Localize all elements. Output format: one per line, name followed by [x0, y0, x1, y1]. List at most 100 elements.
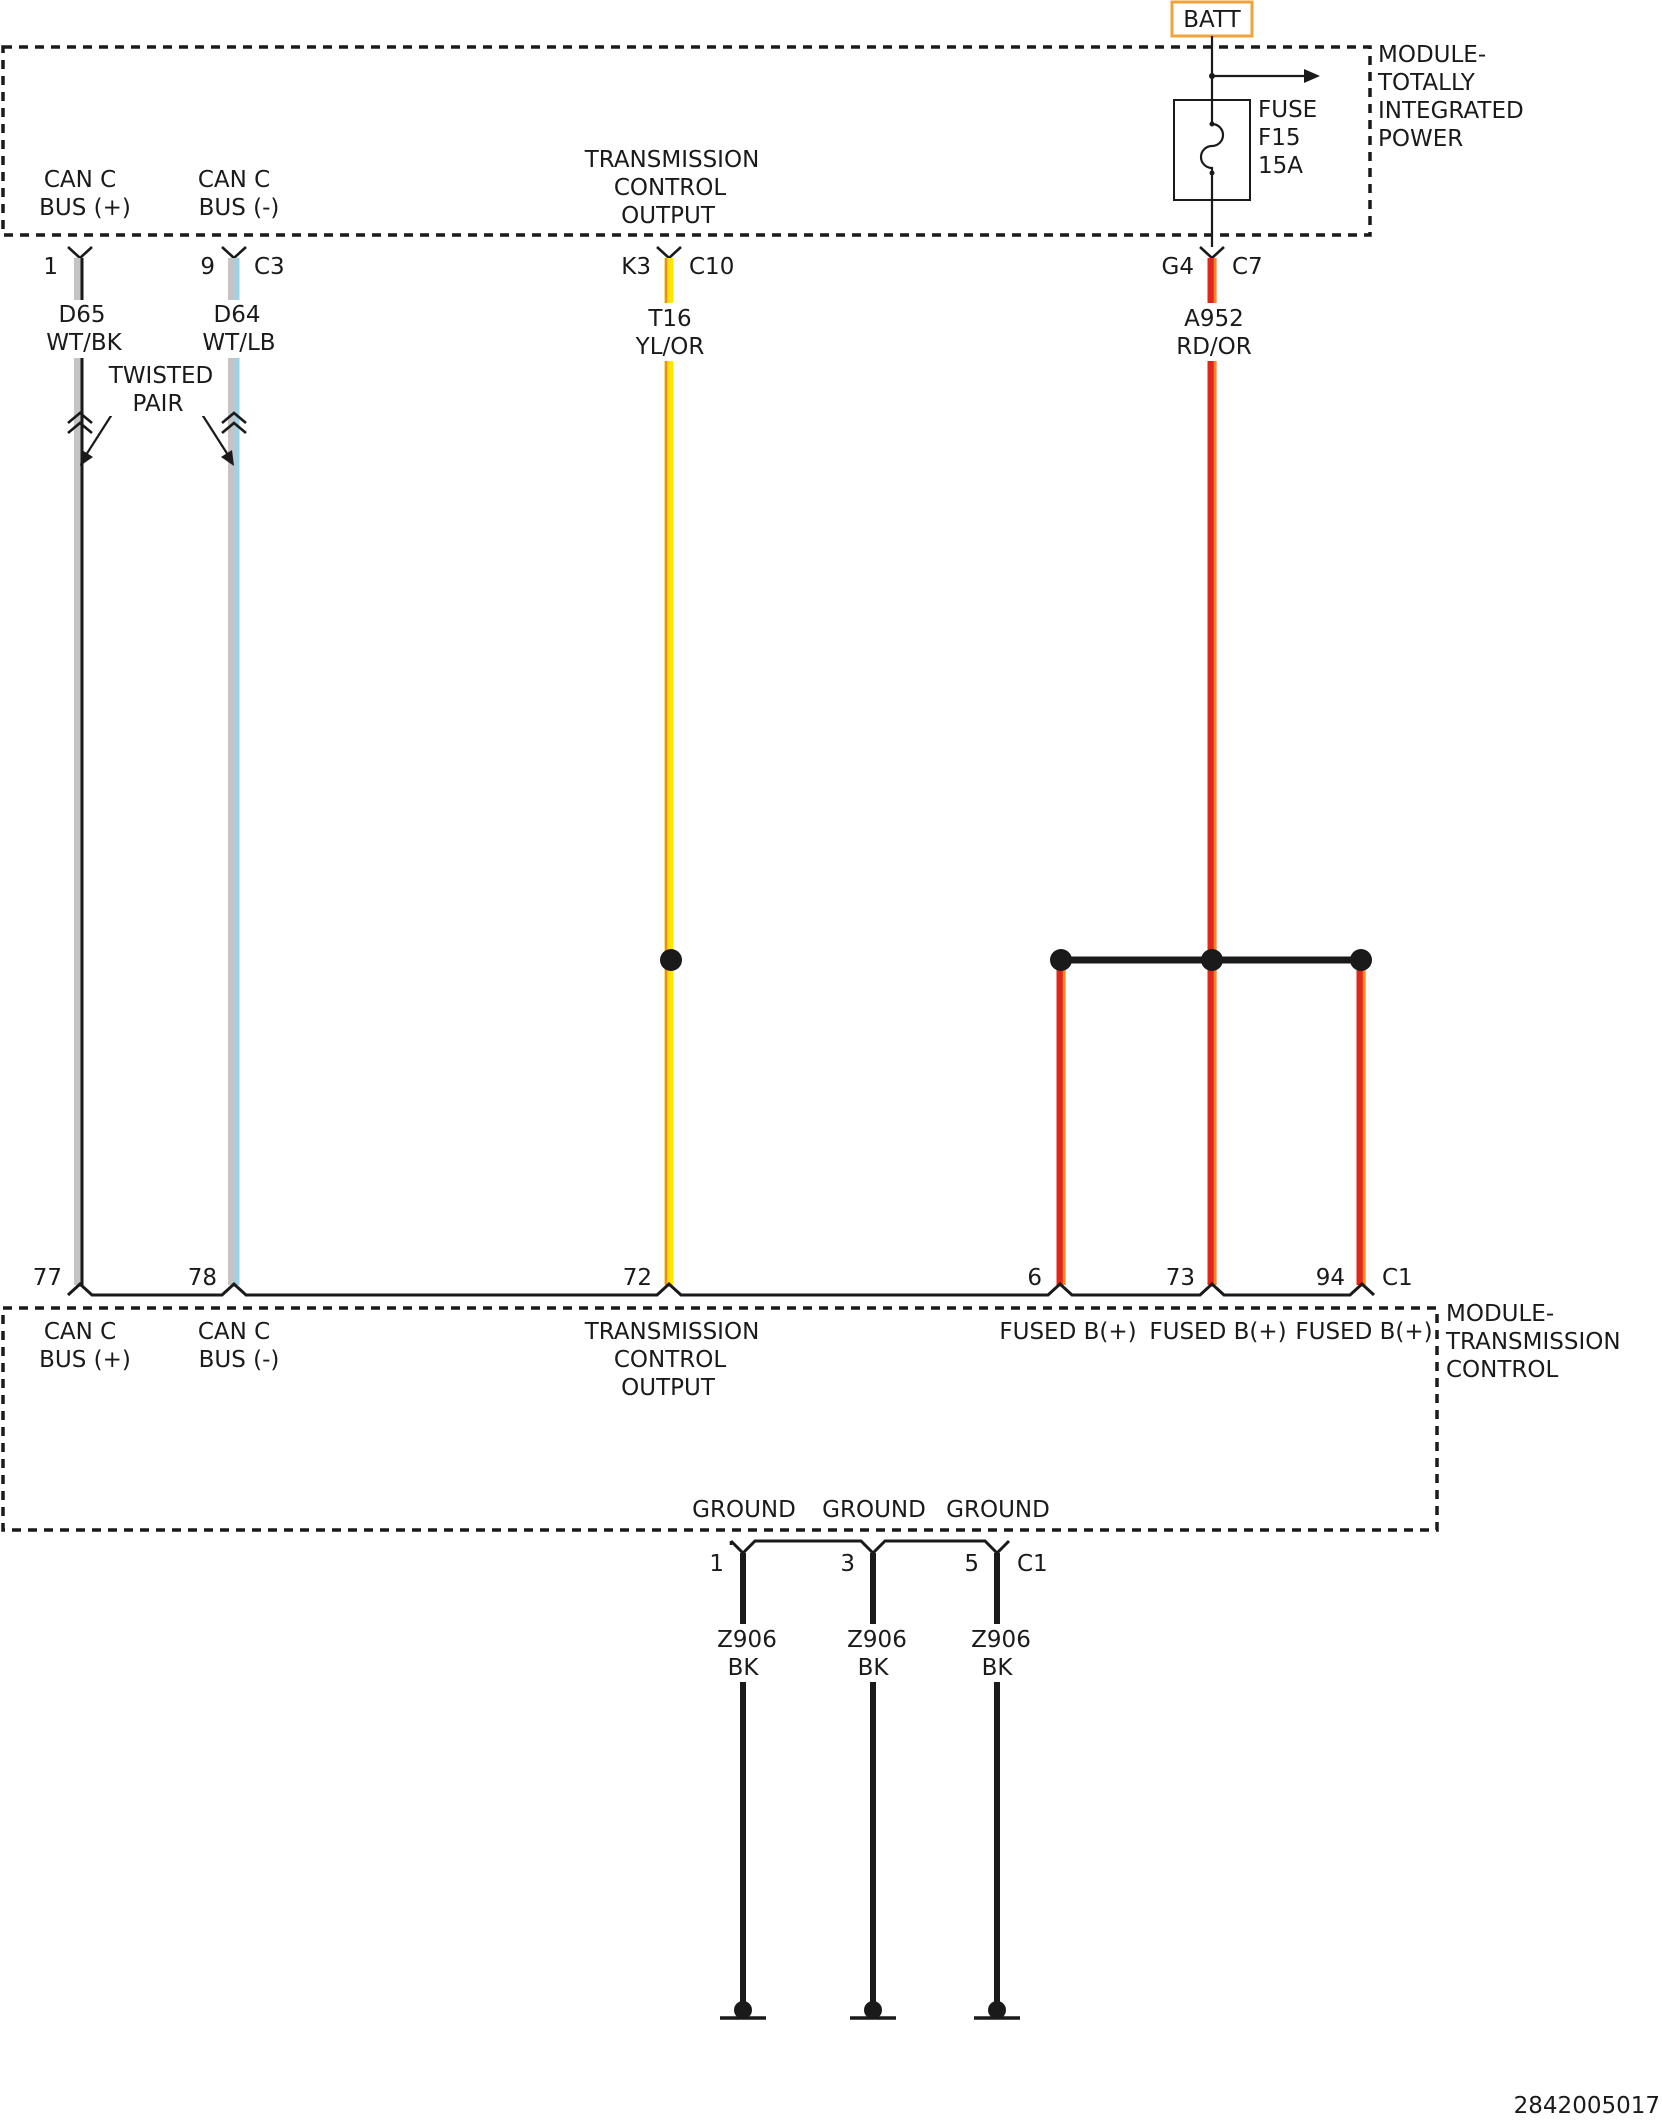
wire-t16-code: T16 [647, 306, 691, 332]
tcm-can-minus-label-2: BUS (-) [199, 1347, 280, 1373]
top-chevron-pin-g4 [1199, 246, 1225, 260]
top-pin-g4: G4 [1162, 254, 1194, 280]
module-tip-name-line-4: POWER [1378, 126, 1463, 152]
wire-splice-pin-94 [1356, 960, 1366, 1285]
wire-d65-color: WT/BK [46, 330, 122, 356]
module-totally-integrated-power-box [1, 45, 1372, 237]
splice-node-t16 [660, 949, 682, 971]
tcm-ground-label-2: GROUND [822, 1497, 926, 1523]
batt-label-box [1170, 0, 1254, 38]
module-tip-name-line-3: INTEGRATED [1378, 98, 1524, 124]
splice-node-left [1050, 949, 1072, 971]
fuse-terminal-top [1209, 121, 1215, 127]
top-pin-9: 9 [200, 254, 215, 280]
tcm-can-plus-label-1: CAN C [44, 1319, 116, 1345]
ground-pin-5: 5 [964, 1551, 979, 1577]
wire-t16-color: YL/OR [635, 334, 705, 360]
batt-branch-arrow [1304, 69, 1320, 83]
module-tip-name-line-1: MODULE- [1378, 42, 1486, 68]
splice-node-center [1201, 949, 1223, 971]
tcm-tco-label-1: TRANSMISSION [584, 1319, 760, 1345]
ground-symbol-1 [720, 2001, 766, 2020]
tcm-tco-label-2: CONTROL [614, 1347, 727, 1373]
module-tcm-name-line-2: TRANSMISSION [1445, 1329, 1621, 1355]
ground-wire-label-bg-3 [964, 1624, 1034, 1682]
ground-wire-label-bg-2 [840, 1624, 910, 1682]
top-connector-c7: C7 [1232, 254, 1263, 280]
fuse-label-line-3: 15A [1258, 153, 1303, 179]
figure-id: 2842005017 [1514, 2093, 1660, 2119]
tcm-fused-label-pin-94: FUSED B(+) [1295, 1319, 1432, 1345]
bottom-pin-77: 77 [33, 1265, 62, 1291]
ground-wire-1-code: Z906 [717, 1627, 777, 1653]
top-connector-c10: C10 [689, 254, 734, 280]
top-chevron-pin-9 [221, 246, 247, 260]
tip-tco-label-2: CONTROL [614, 175, 727, 201]
wire-a952-code: A952 [1184, 306, 1244, 332]
module-tip-name-line-2: TOTALLY [1377, 70, 1476, 96]
bottom-pin-94: 94 [1316, 1265, 1345, 1291]
tip-can-plus-label-1: CAN C [44, 167, 116, 193]
wire-d65-code: D65 [59, 302, 106, 328]
tcm-ground-label-1: GROUND [692, 1497, 796, 1523]
ground-wire-2-color: BK [858, 1655, 890, 1681]
tcm-tco-label-3: OUTPUT [621, 1375, 716, 1401]
wire-label-bg-d65 [42, 300, 126, 358]
bottom-connector-c1: C1 [1382, 1265, 1413, 1291]
ground-wire-3-code: Z906 [971, 1627, 1031, 1653]
wire-a952 [1207, 258, 1217, 1285]
ground-pin-1: 1 [709, 1551, 724, 1577]
ground-wire-2-code: Z906 [847, 1627, 907, 1653]
bottom-pin-6: 6 [1027, 1265, 1042, 1291]
twisted-pair-marker-d65 [67, 411, 93, 434]
bottom-pin-73: 73 [1166, 1265, 1195, 1291]
fuse-f15-element [1199, 100, 1225, 200]
wire-t16 [664, 258, 674, 1285]
ground-pin-3: 3 [840, 1551, 855, 1577]
bottom-connector-bus [66, 1281, 1376, 1297]
twisted-pair-arrowhead-right [221, 450, 234, 466]
module-tcm-name-line-1: MODULE- [1446, 1301, 1554, 1327]
wire-d64-code: D64 [214, 302, 261, 328]
fuse-label-line-1: FUSE [1258, 97, 1317, 123]
batt-label: BATT [1183, 7, 1241, 33]
top-connector-c3: C3 [254, 254, 285, 280]
twisted-pair-label-bg [104, 362, 216, 416]
tip-tco-label-1: TRANSMISSION [584, 147, 760, 173]
twisted-pair-label-2: PAIR [133, 391, 184, 417]
ground-symbol-2 [850, 2001, 896, 2020]
wire-d64 [228, 258, 240, 1285]
top-pin-1: 1 [43, 254, 58, 280]
tcm-can-minus-label-1: CAN C [198, 1319, 270, 1345]
module-transmission-control-box [1, 1306, 1439, 1532]
wire-label-bg-d64 [196, 300, 280, 358]
ground-wire-3-color: BK [982, 1655, 1014, 1681]
wire-splice-pin-6 [1056, 960, 1066, 1285]
tcm-fused-label-pin-73: FUSED B(+) [1149, 1319, 1286, 1345]
twisted-pair-label-1: TWISTED [108, 363, 213, 389]
twisted-pair-arrowhead-left [80, 450, 93, 466]
wire-d65 [74, 258, 84, 1285]
tcm-can-plus-label-2: BUS (+) [39, 1347, 131, 1373]
wire-label-bg-t16 [628, 303, 712, 361]
batt-branch-node [1209, 73, 1215, 79]
fuse-terminal-bottom [1209, 170, 1215, 176]
twisted-pair-marker-d64 [221, 411, 247, 434]
bottom-pin-78: 78 [188, 1265, 217, 1291]
top-chevron-pin-k3 [656, 246, 682, 260]
wire-d64-color: WT/LB [202, 330, 275, 356]
tcm-fused-label-pin-6: FUSED B(+) [999, 1319, 1136, 1345]
tip-can-minus-label-2: BUS (-) [199, 195, 280, 221]
ground-symbol-3 [974, 2001, 1020, 2020]
wire-a952-color: RD/OR [1176, 334, 1252, 360]
module-tcm-name-line-3: CONTROL [1446, 1357, 1559, 1383]
tip-can-plus-label-2: BUS (+) [39, 195, 131, 221]
tip-tco-label-3: OUTPUT [621, 203, 716, 229]
top-chevron-pin-1 [67, 246, 93, 260]
ground-connector-c1: C1 [1017, 1551, 1048, 1577]
ground-wire-label-bg-1 [710, 1624, 780, 1682]
splice-node-right [1350, 949, 1372, 971]
fuse-label-line-2: F15 [1258, 125, 1301, 151]
tip-can-minus-label-1: CAN C [198, 167, 270, 193]
tcm-ground-label-3: GROUND [946, 1497, 1050, 1523]
